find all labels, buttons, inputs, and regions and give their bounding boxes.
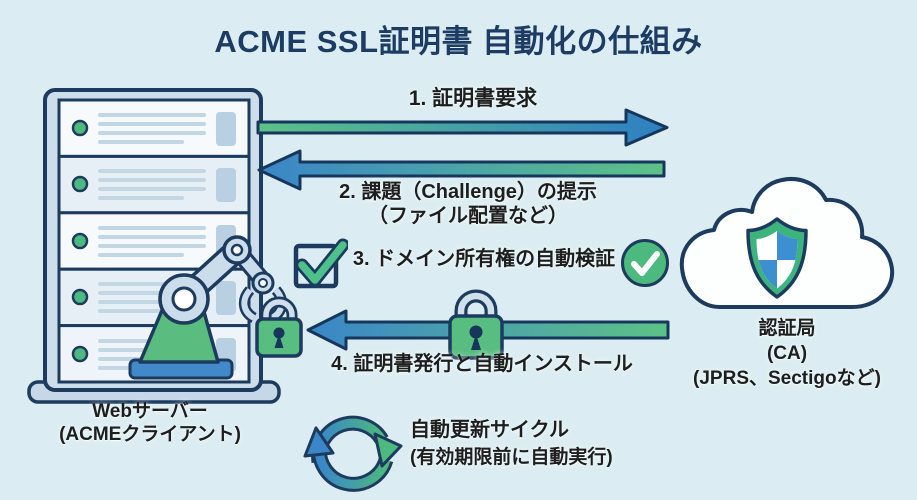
checkbox-check-icon xyxy=(293,238,348,289)
step2-label-line2: （ファイル配置など） xyxy=(368,205,568,228)
step2-label-line1: 2. 課題（Challenge）の提示 xyxy=(339,181,597,203)
step1-label: 1. 証明書要求 xyxy=(408,87,538,110)
cycle-label-line1: 自動更新サイクル xyxy=(410,419,569,441)
step3-label: 3. ドメイン所有権の自動検証 xyxy=(352,248,616,270)
flow-arrow-right-icon xyxy=(256,108,669,147)
shield-icon xyxy=(746,217,808,299)
padlock-icon xyxy=(255,296,303,358)
ca-label-line1: 認証局 xyxy=(758,318,816,339)
cloud-icon xyxy=(679,177,895,309)
server-label-line1: Webサーバー xyxy=(92,401,208,422)
cycle-label-line2: (有効期限前に自動実行) xyxy=(410,447,613,468)
ca-label-line3: (JPRS、Sectigoなど) xyxy=(693,368,881,389)
ca-label: 認証局 (CA) (JPRS、Sectigoなど) xyxy=(662,316,912,391)
robot-arm-icon xyxy=(128,235,288,380)
server-rack-icon xyxy=(27,88,303,404)
step2-label: 2. 課題（Challenge）の提示 （ファイル配置など） xyxy=(268,180,668,229)
check-circle-icon xyxy=(621,239,669,287)
flow-arrow-left-icon xyxy=(257,149,666,191)
ca-label-line2: (CA) xyxy=(766,343,808,364)
cycle-label: 自動更新サイクル (有効期限前に自動実行) xyxy=(410,416,660,472)
server-label-line2: (ACMEクライアント) xyxy=(59,424,241,446)
flow-arrow-left-lock-icon xyxy=(306,289,670,360)
step4-label: 4. 証明書発行と自動インストール xyxy=(331,353,633,375)
padlock-icon xyxy=(448,289,504,360)
refresh-cycle-icon xyxy=(303,415,403,492)
page-title: ACME SSL証明書 自動化の仕組み xyxy=(214,24,703,59)
server-label: Webサーバー (ACMEクライアント) xyxy=(25,400,275,446)
